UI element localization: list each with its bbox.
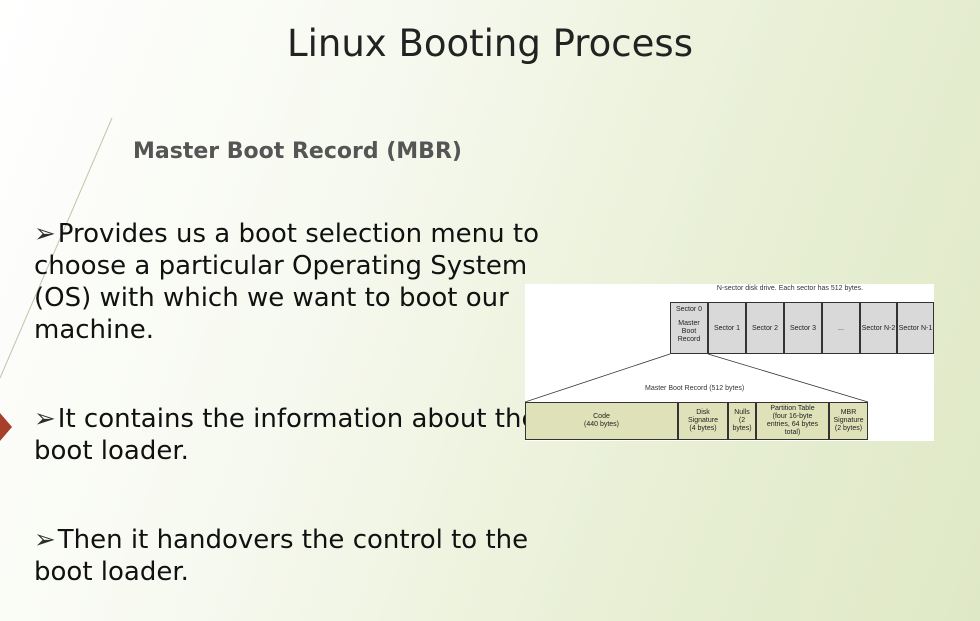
sector-0: Sector 0 Master Boot Record bbox=[670, 302, 708, 354]
mbr-diagram: N-sector disk drive. Each sector has 512… bbox=[525, 284, 934, 441]
sector-cell: Sector N-2 bbox=[860, 302, 897, 354]
sector-cell: Sector 2 bbox=[746, 302, 784, 354]
mbr-field-mbr-signature: MBR Signature (2 bytes) bbox=[829, 402, 868, 440]
sector-cell: ... bbox=[822, 302, 860, 354]
bullet-text: Then it handovers the control to the boo… bbox=[34, 525, 529, 587]
sector-cell: Sector N-1 bbox=[897, 302, 934, 354]
bullet-text: It contains the information about the bo… bbox=[34, 404, 538, 466]
mbr-field-partition-table: Partition Table (four 16-byte entries, 6… bbox=[756, 402, 829, 440]
bullet-item: ➢It contains the information about the b… bbox=[34, 403, 539, 467]
zoom-lines bbox=[525, 353, 869, 403]
sector-0-label: Sector 0 bbox=[675, 306, 703, 313]
mbr-field-disk-signature: Disk Signature (4 bytes) bbox=[678, 402, 728, 440]
sector-cell: Sector 1 bbox=[708, 302, 746, 354]
diagram-caption: N-sector disk drive. Each sector has 512… bbox=[716, 285, 864, 292]
mbr-field-nulls: Nulls (2 bytes) bbox=[728, 402, 756, 440]
bullet-text: Provides us a boot selection menu to cho… bbox=[34, 219, 539, 345]
page-subtitle: Master Boot Record (MBR) bbox=[133, 139, 462, 164]
sector-cell: Sector 3 bbox=[784, 302, 822, 354]
mbr-caption: Master Boot Record (512 bytes) bbox=[645, 385, 745, 392]
mbr-field-code: Code (440 bytes) bbox=[525, 402, 678, 440]
bullet-item: ➢Provides us a boot selection menu to ch… bbox=[34, 218, 539, 346]
sector-0-mbr-label: Master Boot Record bbox=[677, 320, 701, 343]
arrow-bullet-icon: ➢ bbox=[34, 525, 56, 555]
page-title: Linux Booting Process bbox=[287, 22, 693, 65]
arrow-bullet-icon: ➢ bbox=[34, 404, 56, 434]
bullet-item: ➢Then it handovers the control to the bo… bbox=[34, 524, 539, 588]
arrow-bullet-icon: ➢ bbox=[34, 219, 56, 249]
slide-marker-icon bbox=[0, 413, 12, 441]
